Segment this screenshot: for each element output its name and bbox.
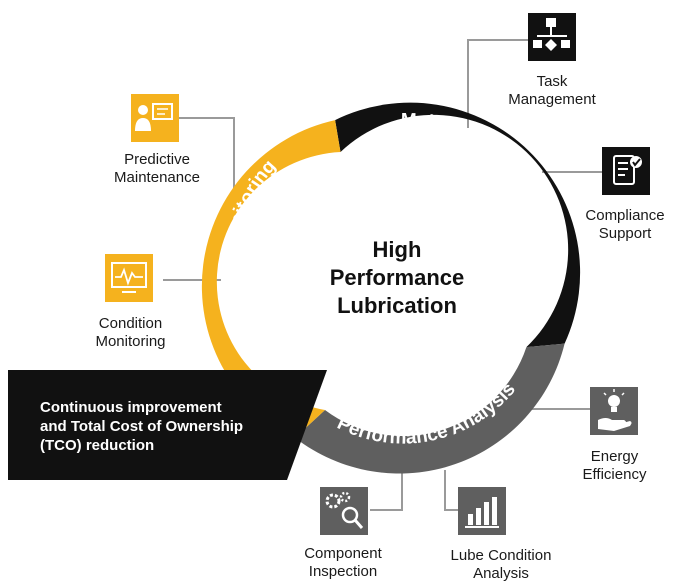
callout-line: (TCO) reduction (40, 437, 155, 454)
lightbulb-hand-icon (590, 387, 638, 435)
component-inspection-label: Component Inspection (304, 545, 382, 580)
lube-condition-analysis-label: Lube Condition Analysis (450, 547, 552, 582)
compliance-support-label: Compliance Support (585, 207, 665, 242)
callout-line: Continuous improvement (40, 399, 222, 416)
tco-callout-banner (8, 370, 327, 480)
connector-lines (163, 39, 602, 511)
center-title-line: Performance (329, 265, 465, 290)
workflow-icon (528, 13, 576, 61)
predictive-maintenance-label: Predictive Maintenance (114, 151, 200, 186)
tco-callout-text: Continuous improvement and Total Cost of… (40, 398, 280, 455)
callout-line: and Total Cost of Ownership (40, 418, 244, 435)
center-title-line: High (372, 237, 422, 262)
maintenance-management-segment (335, 102, 581, 348)
machine-monitoring-segment (201, 120, 341, 438)
bar-chart-icon (458, 487, 506, 535)
machine-monitoring-label: Machine Monitoring (219, 156, 280, 340)
checklist-icon (602, 147, 650, 195)
task-management-label: Task Management (508, 73, 596, 108)
monitor-pulse-icon (105, 254, 153, 302)
center-title: High Performance Lubrication (297, 236, 497, 320)
performance-analysis-segment (295, 343, 565, 474)
presenter-icon (131, 94, 179, 142)
energy-efficiency-label: Energy Efficiency (582, 448, 647, 483)
center-title-line: Lubrication (337, 293, 457, 318)
gears-magnifier-icon (320, 487, 368, 535)
condition-monitoring-label: Condition Monitoring (95, 315, 166, 350)
